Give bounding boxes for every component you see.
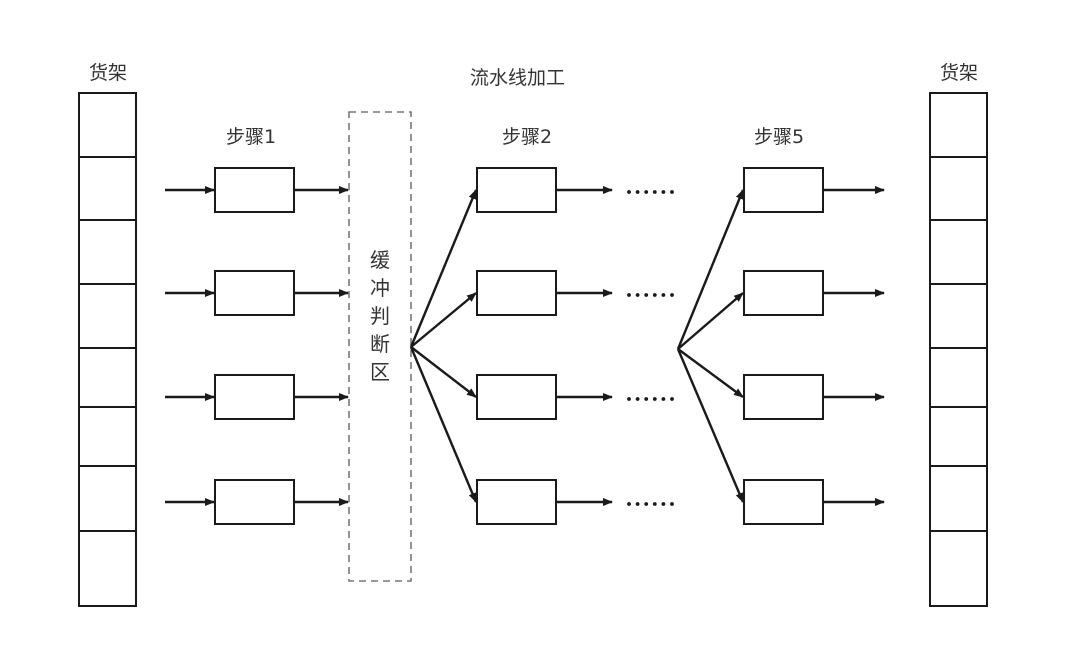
step2-group bbox=[409, 167, 674, 525]
step1-box bbox=[214, 270, 295, 316]
step2-fan-arrow bbox=[409, 189, 478, 348]
step5-box bbox=[743, 374, 824, 420]
step2-box bbox=[476, 270, 557, 316]
right-shelf-slot bbox=[929, 92, 988, 158]
ellipsis-dot bbox=[670, 397, 674, 401]
left-shelf-slot bbox=[78, 530, 137, 607]
step5-fan-arrow bbox=[677, 292, 744, 350]
ellipsis-dot bbox=[652, 293, 657, 297]
right-shelf-slot bbox=[929, 219, 988, 285]
right-shelf-label: 货架 bbox=[940, 62, 979, 84]
step5-box bbox=[743, 270, 824, 316]
right-shelf-slot bbox=[929, 347, 988, 408]
step2-fan-arrow bbox=[410, 292, 477, 348]
ellipsis-dot bbox=[635, 502, 640, 506]
ellipsis-dot bbox=[644, 293, 649, 297]
ellipsis-dot bbox=[670, 502, 674, 506]
step5-box bbox=[743, 479, 824, 525]
ellipsis-dot bbox=[661, 397, 666, 401]
ellipsis-dot bbox=[652, 502, 657, 506]
step2-box bbox=[476, 167, 557, 213]
right-shelf-slot bbox=[929, 283, 988, 349]
ellipsis-dot bbox=[670, 293, 674, 297]
ellipsis-dot bbox=[627, 293, 631, 297]
ellipsis-dot bbox=[644, 502, 649, 506]
pipeline-title: 流水线加工 bbox=[470, 67, 566, 89]
right-shelf-slot bbox=[929, 530, 988, 607]
ellipsis-dot bbox=[627, 502, 631, 506]
step2-box bbox=[476, 374, 557, 420]
ellipsis-dot bbox=[652, 190, 657, 194]
step1-label: 步骤1 bbox=[226, 126, 277, 148]
step5-group bbox=[676, 167, 885, 525]
step1-box bbox=[214, 374, 295, 420]
left-shelf-slot bbox=[78, 156, 137, 221]
step1-box bbox=[214, 479, 295, 525]
ellipsis-dot bbox=[644, 190, 649, 194]
step5-fan-arrow bbox=[676, 348, 745, 503]
step1-group bbox=[165, 167, 349, 525]
ellipsis-dot bbox=[652, 397, 657, 401]
ellipsis-dot bbox=[627, 397, 631, 401]
left-shelf-label: 货架 bbox=[89, 62, 128, 84]
right-shelf-slot bbox=[929, 465, 988, 532]
left-shelf bbox=[78, 92, 137, 607]
step2-fan-arrow bbox=[409, 346, 478, 503]
ellipsis-dot bbox=[661, 293, 666, 297]
ellipsis-dot bbox=[627, 190, 631, 194]
ellipsis-dot bbox=[644, 397, 649, 401]
ellipsis-dot bbox=[661, 502, 666, 506]
step5-label: 步骤5 bbox=[754, 126, 805, 148]
step1-box bbox=[214, 167, 295, 213]
buffer-label: 缓冲判断区 bbox=[370, 248, 390, 384]
left-shelf-slot bbox=[78, 219, 137, 285]
ellipsis-dot bbox=[661, 190, 666, 194]
right-shelf-slot bbox=[929, 406, 988, 467]
left-shelf-slot bbox=[78, 92, 137, 158]
step2-label: 步骤2 bbox=[502, 126, 553, 148]
step2-fan-arrow bbox=[410, 346, 477, 398]
step2-box bbox=[476, 479, 557, 525]
ellipsis-dot bbox=[670, 190, 674, 194]
right-shelf-slot bbox=[929, 156, 988, 221]
ellipsis-dot bbox=[635, 293, 640, 297]
ellipsis-dot bbox=[635, 190, 640, 194]
step5-fan-arrow bbox=[677, 348, 744, 398]
left-shelf-slot bbox=[78, 465, 137, 532]
right-shelf bbox=[929, 92, 988, 607]
left-shelf-slot bbox=[78, 347, 137, 408]
ellipsis-dot bbox=[635, 397, 640, 401]
left-shelf-slot bbox=[78, 406, 137, 467]
buffer-zone bbox=[348, 111, 412, 582]
step5-box bbox=[743, 167, 824, 213]
step5-fan-arrow bbox=[676, 189, 745, 350]
left-shelf-slot bbox=[78, 283, 137, 349]
